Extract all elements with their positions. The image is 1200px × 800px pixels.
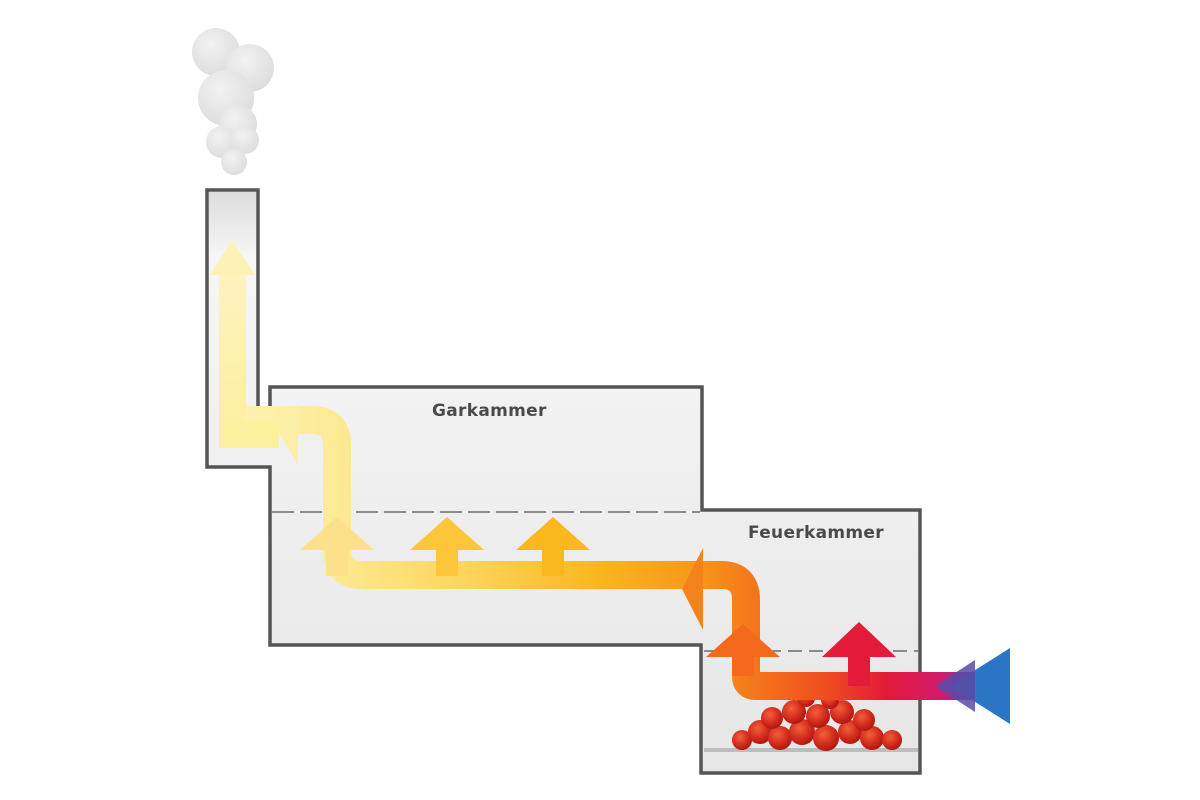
chimney-up-arrow-icon — [210, 240, 255, 275]
heat-up-arrow-icon — [706, 624, 780, 676]
heat-up-arrow-icon — [300, 517, 374, 576]
heat-up-arrow-icon — [410, 517, 484, 576]
flow-left-arrow-icon — [280, 403, 298, 465]
heat-up-arrow-icon — [822, 622, 896, 686]
cooking-chamber-label: Garkammer — [432, 401, 547, 421]
heat-up-arrow-icon — [516, 517, 590, 576]
flow-left-arrow-icon — [682, 548, 703, 630]
chimney-flow — [219, 268, 246, 434]
intake-arrow-icon — [950, 648, 1010, 724]
smoke-cloud-icon — [192, 28, 274, 175]
fire-chamber-label: Feuerkammer — [748, 523, 884, 543]
